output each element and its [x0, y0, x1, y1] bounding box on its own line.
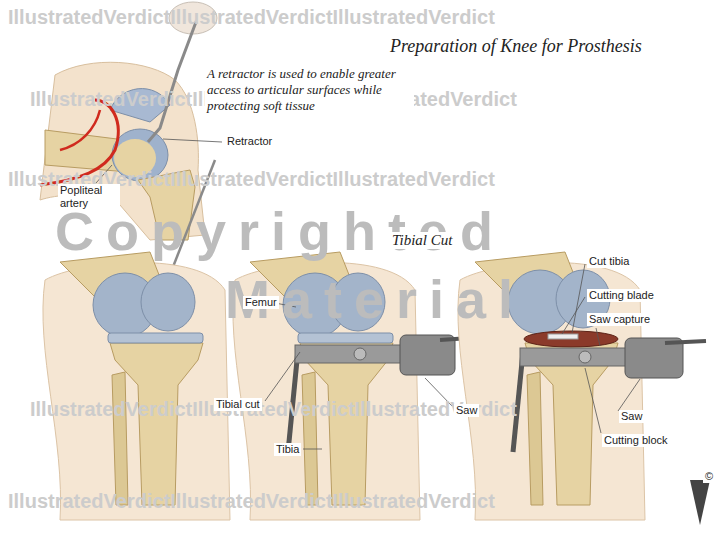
watermark: IllustratedVerdictIllustratedVerdictIllu…	[8, 490, 495, 513]
part-label: Cutting blade	[587, 289, 656, 302]
note-text: A retractor is used to enable greater ac…	[205, 66, 414, 114]
logo-mark	[690, 480, 710, 525]
subtitle: Tibial Cut	[390, 232, 454, 249]
title: Preparation of Knee for Prosthesis	[388, 36, 644, 57]
part-label: Popliteal artery	[58, 184, 120, 210]
watermark: IllustratedVerdictIllustratedVerdictIllu…	[30, 398, 517, 421]
watermark: Copyrighted	[55, 200, 505, 262]
part-label: Tibial cut	[214, 398, 262, 411]
knee-panel-1	[43, 252, 230, 520]
part-label: Femur	[243, 296, 279, 309]
part-label: Retractor	[225, 135, 274, 148]
part-label: Cut tibia	[587, 255, 631, 268]
watermark: IllustratedVerdictIllustratedVerdictIllu…	[8, 6, 495, 29]
copyright-mark: ©	[703, 470, 715, 483]
part-label: Cutting block	[602, 434, 670, 447]
part-label: Saw	[619, 410, 644, 423]
part-label: Tibia	[274, 443, 301, 456]
part-label: Saw capture	[587, 313, 652, 326]
part-label: Saw	[454, 404, 479, 417]
